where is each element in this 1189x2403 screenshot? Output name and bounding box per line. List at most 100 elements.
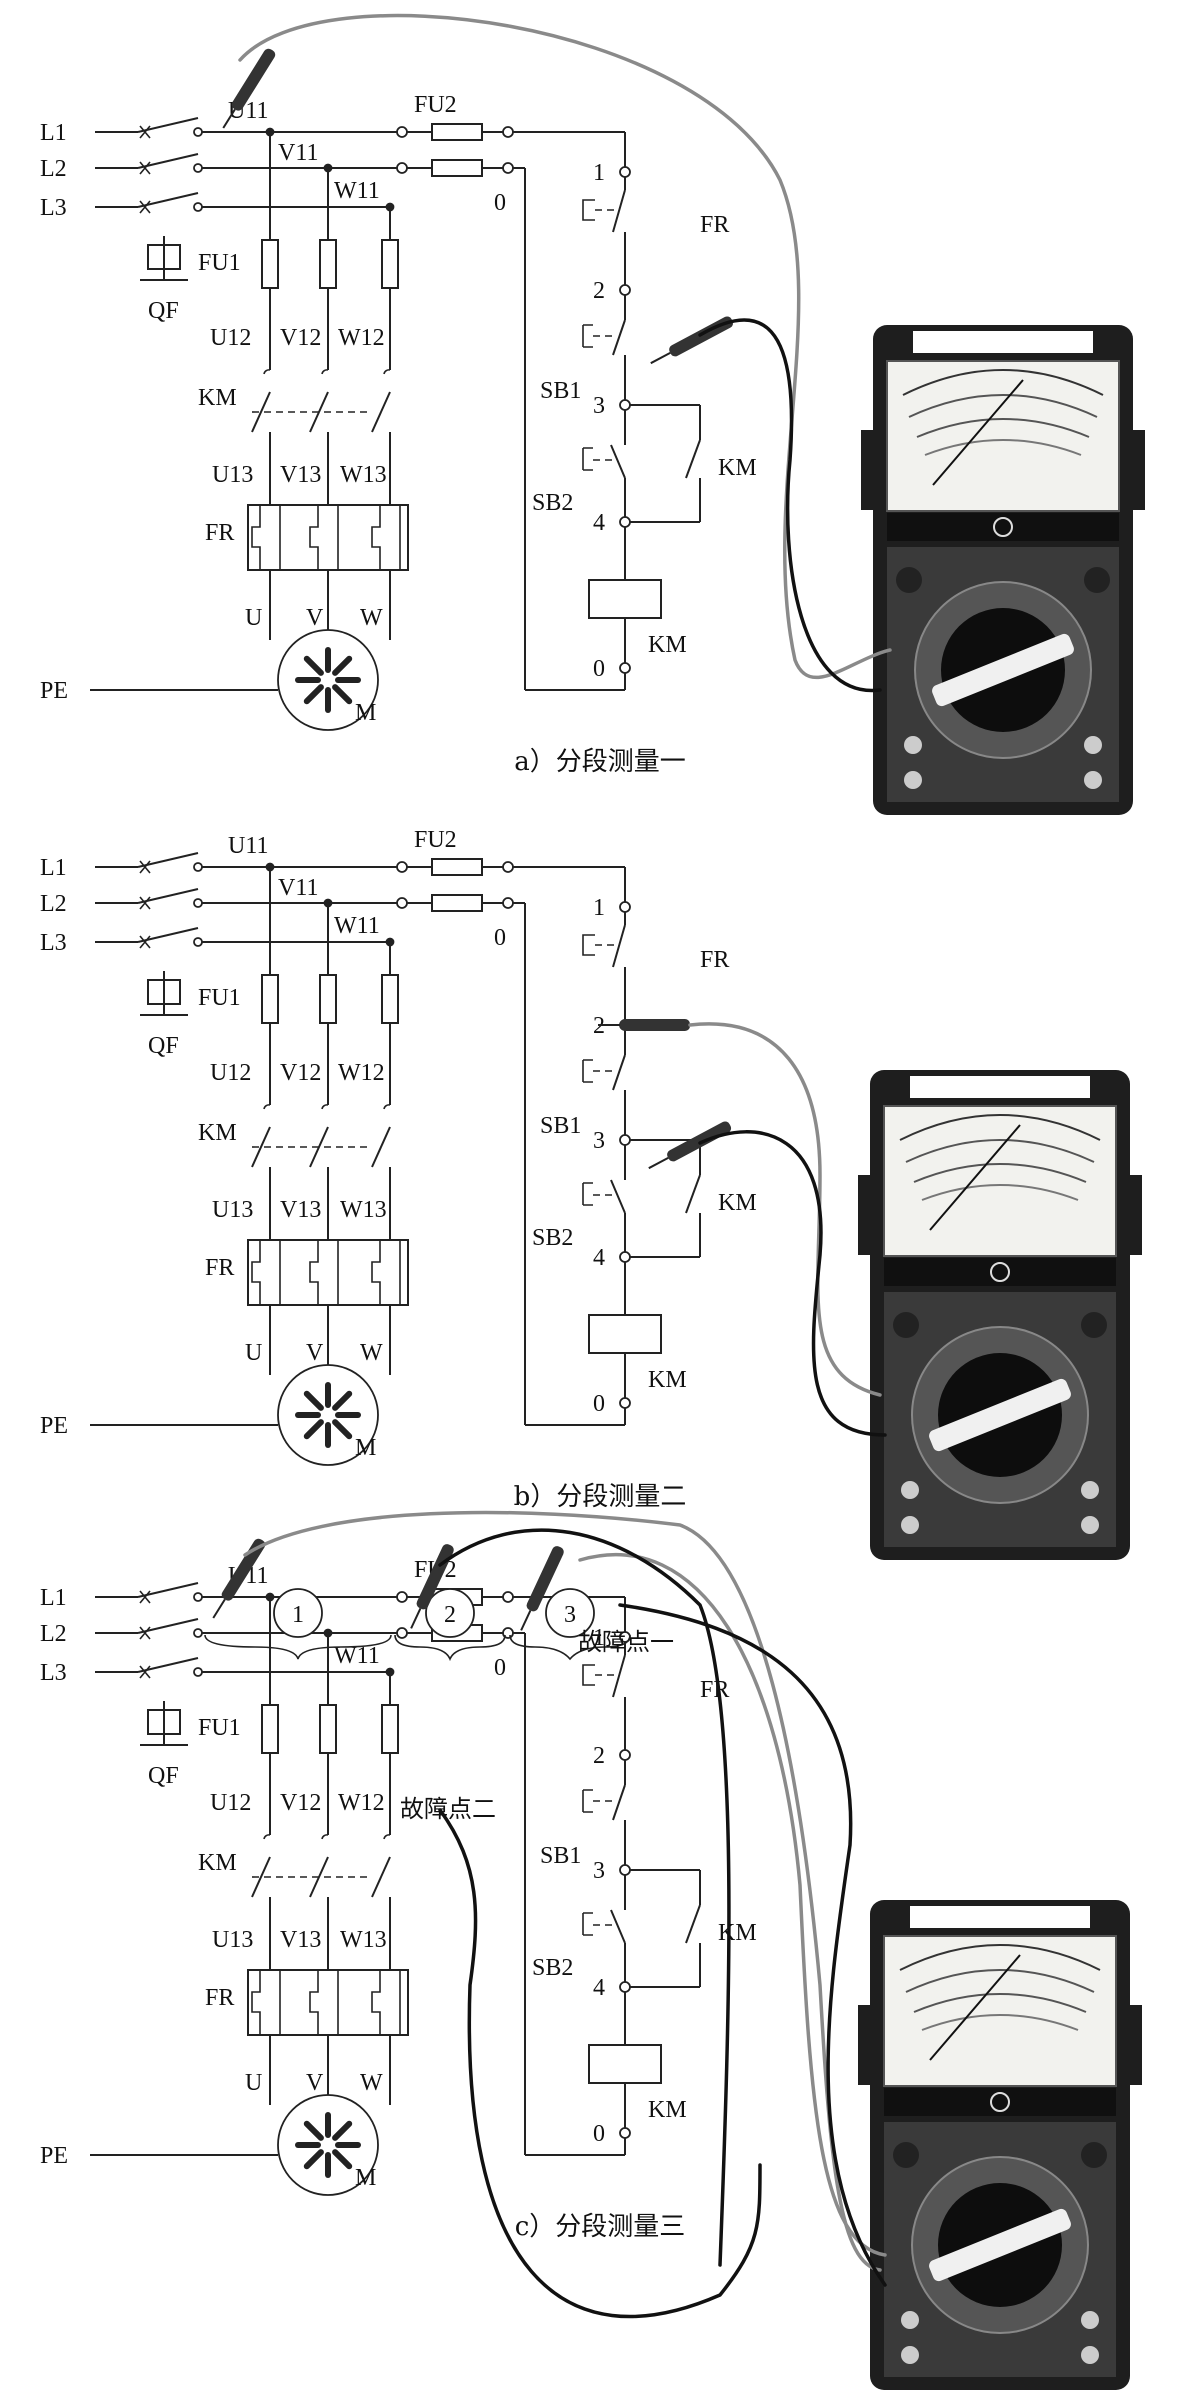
brace-3 — [509, 1634, 631, 1661]
circle-number-2: 2 — [444, 1602, 456, 1628]
km-coil — [588, 1314, 662, 1354]
fu2-fuse-2 — [431, 894, 483, 912]
qf-cross-1 — [139, 125, 151, 139]
label-w11: W11 — [334, 178, 380, 204]
sb2-blade — [610, 1909, 626, 1944]
label-km-hold: KM — [718, 1920, 757, 1946]
node-n1 — [619, 901, 631, 913]
lead-c-grey-2 — [578, 1553, 887, 2257]
qf-cross-3 — [139, 935, 151, 949]
fu2-terminal-right-2 — [502, 162, 514, 174]
qf-cross-1 — [139, 1590, 151, 1604]
multimeter — [860, 324, 1146, 816]
fu2-terminal-left-1 — [396, 861, 408, 873]
fu1-fuse-2 — [319, 974, 337, 1024]
label-km-main: KM — [198, 1850, 237, 1876]
lead-c-black-2 — [618, 1603, 887, 2287]
label-w13: W13 — [340, 1197, 387, 1223]
panel-caption: c）分段测量三 — [515, 2212, 686, 2242]
fu1-fuse-2 — [319, 239, 337, 289]
multimeter — [857, 1899, 1143, 2391]
node-n0 — [619, 1397, 631, 1409]
fu2-terminal-right-2 — [502, 897, 514, 909]
lead-black-a — [698, 318, 882, 693]
label-node-n2: 2 — [593, 278, 605, 304]
panel-b-probes — [597, 1018, 1143, 1561]
label-node-n1: 1 — [593, 160, 605, 186]
motor-blade-6 — [303, 1390, 324, 1411]
label-v11: V11 — [278, 140, 318, 166]
fr-heater-1 — [251, 1240, 261, 1304]
fu1-fuse-1 — [261, 239, 279, 289]
panel-a-probes — [217, 13, 1146, 816]
label-sb2: SB2 — [532, 1955, 573, 1981]
fr-nc-actuator — [582, 1664, 595, 1686]
fr-heater-3 — [371, 1240, 381, 1304]
km-hook-1 — [263, 1834, 271, 1840]
fr-heater-2 — [309, 1970, 319, 2034]
motor-blade-4 — [303, 684, 324, 705]
label-node-n4: 4 — [593, 510, 605, 536]
label-w: W — [360, 1340, 383, 1366]
qf-terminal-2 — [193, 898, 203, 908]
fu1-fuse-3 — [381, 239, 399, 289]
lead-c-grey-1 — [243, 1510, 882, 2272]
fu1-fuse-3 — [381, 974, 399, 1024]
qf-contact-1 — [137, 1582, 199, 1598]
lead-black-b — [698, 1130, 887, 1437]
km-contact-3 — [371, 1856, 391, 1898]
label-u12: U12 — [210, 1060, 251, 1086]
panel-c: L1L2L3U11V11W11FU20FU1QFU12V12W12KMU13V1… — [40, 1557, 757, 2242]
qf-terminal-1 — [193, 1592, 203, 1602]
fu2-terminal-left-1 — [396, 126, 408, 138]
qf-contact-2 — [137, 888, 199, 904]
fu2-terminal-left-2 — [396, 1627, 408, 1639]
motor-blade-8 — [332, 1390, 353, 1411]
sb1-button — [582, 324, 593, 348]
node-n0 — [619, 662, 631, 674]
km-hook-3 — [383, 369, 391, 375]
node-n4 — [619, 1981, 631, 1993]
label-w13: W13 — [340, 462, 387, 488]
label-l2: L2 — [40, 156, 67, 182]
fault-point-one-label: 故障点一 — [578, 1629, 674, 1656]
qf-cross-3 — [139, 1665, 151, 1679]
label-u: U — [245, 605, 262, 631]
fu2-terminal-left-2 — [396, 897, 408, 909]
label-sb1: SB1 — [540, 1113, 581, 1139]
motor-blade-4 — [303, 2149, 324, 2170]
label-sb1: SB1 — [540, 378, 581, 404]
motor-blade-6 — [303, 2120, 324, 2141]
label-u12: U12 — [210, 325, 251, 351]
motor-blade-2 — [332, 1419, 353, 1440]
label-fu1: FU1 — [198, 1715, 241, 1741]
brace-1 — [204, 1634, 392, 1660]
lead-c-black-3 — [438, 1808, 762, 2319]
qf-cross-3 — [139, 200, 151, 214]
label-node-n3: 3 — [593, 1128, 605, 1154]
sb1-blade — [612, 319, 626, 356]
label-node-n1: 1 — [593, 1625, 605, 1651]
fu1-fuse-2 — [319, 1704, 337, 1754]
label-v12: V12 — [280, 1060, 321, 1086]
label-fr-main: FR — [205, 1255, 234, 1281]
km-contact-1 — [251, 1126, 271, 1168]
km-hold-blade — [685, 1904, 701, 1944]
label-w13: W13 — [340, 1927, 387, 1953]
sb1-blade — [612, 1784, 626, 1821]
km-coil — [588, 579, 662, 619]
label-km-main: KM — [198, 1120, 237, 1146]
label-node-n1: 1 — [593, 895, 605, 921]
node-n2 — [619, 284, 631, 296]
node-n2 — [619, 1749, 631, 1761]
label-node-n0: 0 — [593, 1391, 605, 1417]
label-fu1: FU1 — [198, 985, 241, 1011]
km-hook-2 — [321, 1104, 329, 1110]
fr-heater-2 — [309, 1240, 319, 1304]
qf-contact-2 — [137, 153, 199, 169]
brace-2 — [394, 1634, 506, 1662]
label-node-n2: 2 — [593, 1743, 605, 1769]
